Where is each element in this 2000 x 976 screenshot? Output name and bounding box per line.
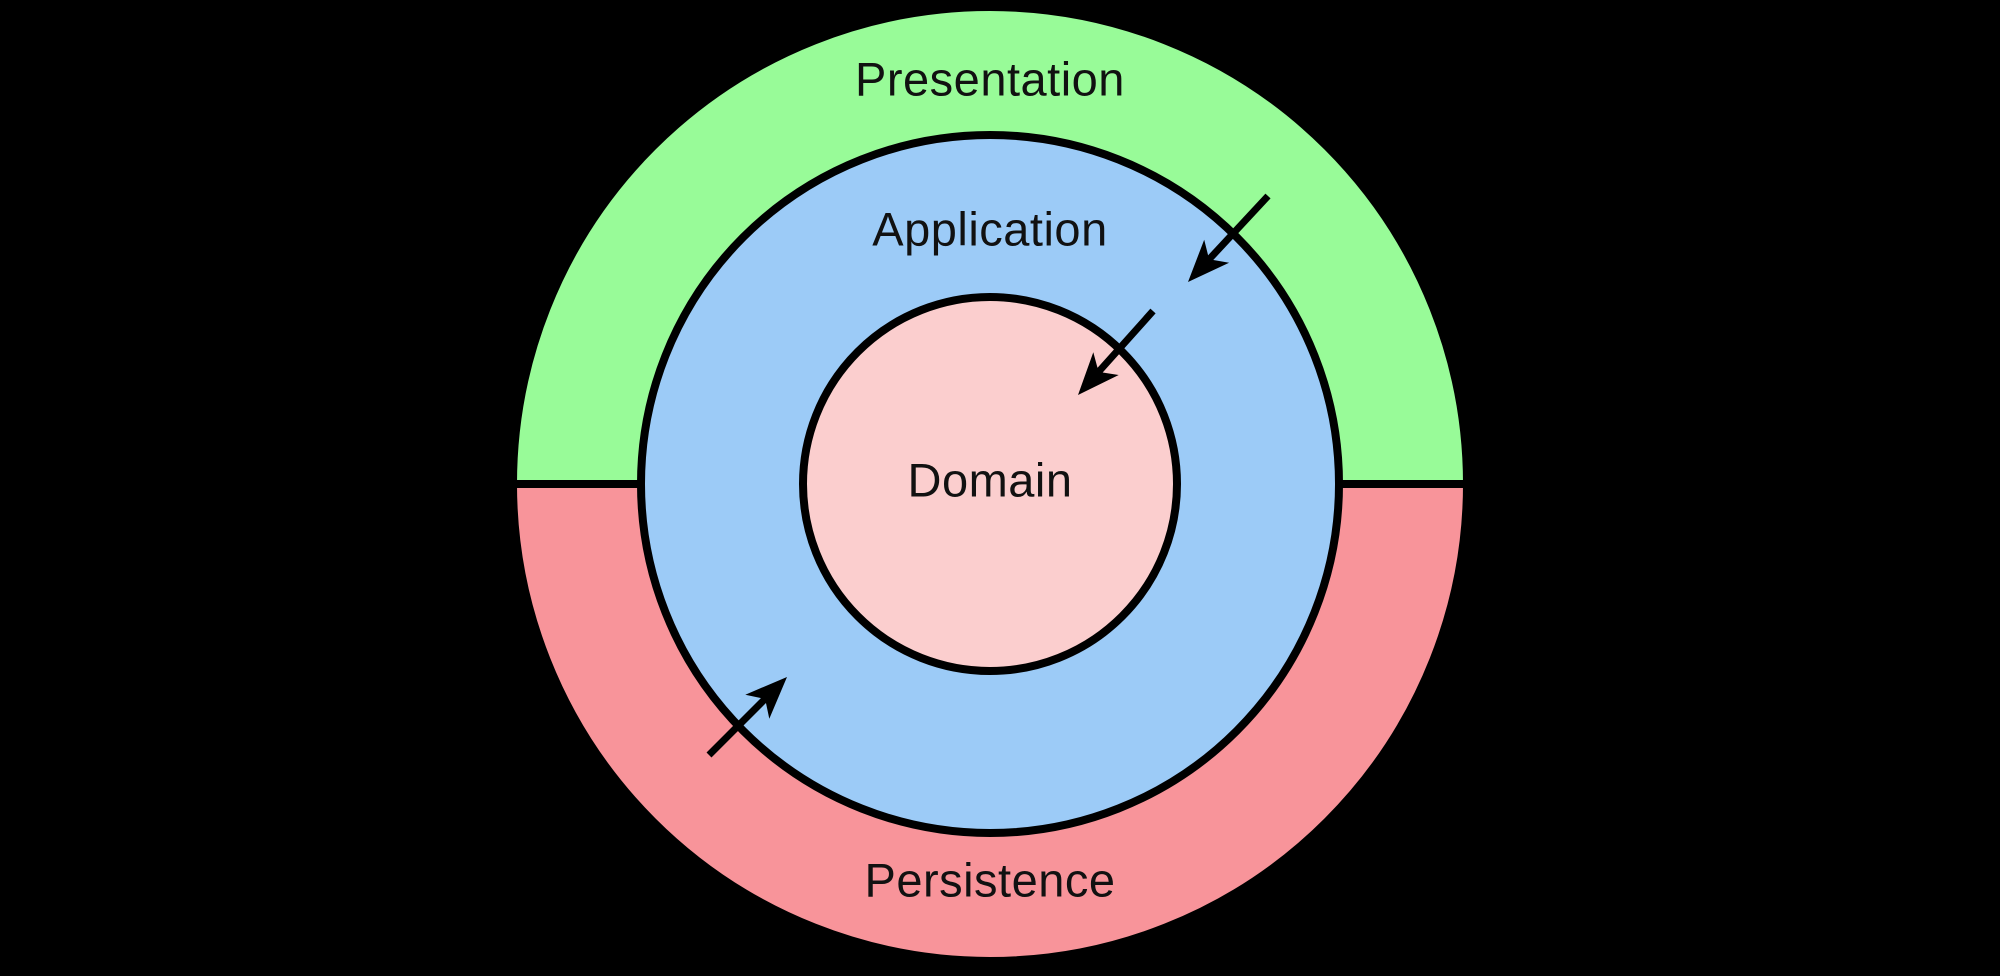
domain-label: Domain	[908, 454, 1073, 507]
presentation-label: Presentation	[855, 53, 1125, 106]
application-label: Application	[872, 203, 1107, 256]
persistence-label: Persistence	[864, 854, 1115, 907]
